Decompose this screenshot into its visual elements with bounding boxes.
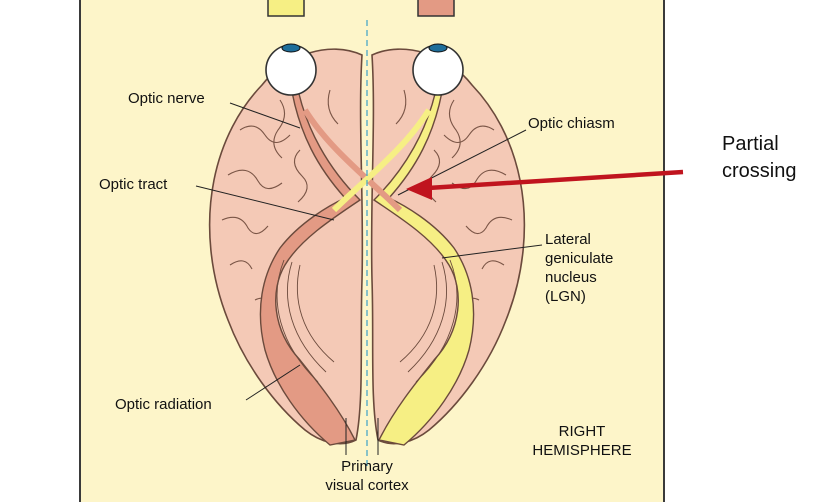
cortex-label-line1: Primary	[341, 458, 393, 475]
radiation-fibers	[276, 259, 458, 383]
optic-tract-label: Optic tract	[99, 176, 168, 193]
crossing-fiber-red	[302, 108, 403, 213]
right-hemisphere-label: RIGHT HEMISPHERE	[527, 422, 637, 460]
left-optic-pathway	[259, 79, 362, 446]
red-legend-swatch	[417, 0, 455, 17]
partial-crossing-callout: Partial crossing	[722, 131, 796, 185]
lgn-label-line1: Lateral	[545, 231, 591, 248]
lgn-label: Lateral geniculate nucleus (LGN)	[545, 230, 613, 306]
lgn-label-line3: nucleus	[545, 269, 597, 286]
optic-radiation-label: Optic radiation	[115, 396, 212, 413]
left-eye-icon	[265, 43, 317, 96]
partial-crossing-arrow	[406, 169, 684, 200]
callout-line2: crossing	[722, 160, 797, 182]
hemisphere-label-line1: RIGHT	[558, 423, 606, 440]
right-eye-icon	[412, 43, 464, 96]
crossing-fiber-yellow	[331, 108, 432, 213]
yellow-legend-swatch	[267, 0, 305, 17]
optic-nerve-label: Optic nerve	[128, 90, 205, 107]
callout-line1: Partial	[722, 133, 779, 155]
optic-chiasm-label: Optic chiasm	[528, 115, 615, 132]
primary-visual-cortex-label: Primary visual cortex	[302, 457, 432, 495]
lgn-label-line2: geniculate	[545, 250, 614, 267]
cortex-label-line2: visual cortex	[325, 477, 409, 494]
leader-lines	[195, 102, 543, 455]
right-optic-pathway	[372, 79, 475, 446]
lgn-label-line4: (LGN)	[545, 288, 586, 305]
hemisphere-label-line2: HEMISPHERE	[532, 442, 632, 459]
